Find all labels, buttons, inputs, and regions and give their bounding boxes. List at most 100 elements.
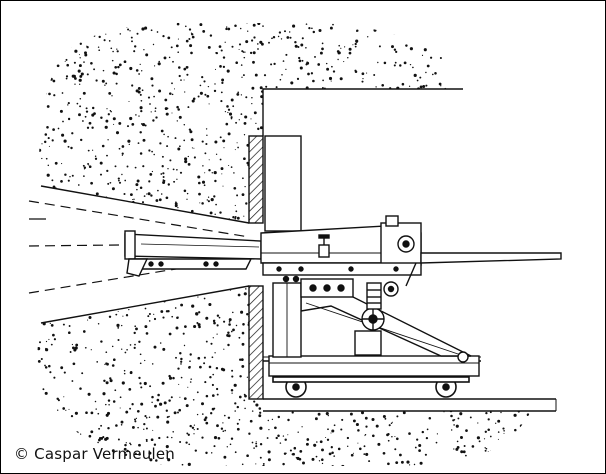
earth-speck	[355, 108, 358, 112]
earth-speck	[198, 325, 201, 329]
earth-speck	[505, 464, 509, 466]
earth-speck	[26, 128, 27, 129]
earth-speck	[63, 396, 65, 398]
earth-speck	[485, 240, 487, 243]
earth-speck	[422, 315, 425, 318]
earth-speck	[238, 223, 240, 225]
earth-speck	[465, 470, 467, 472]
earth-speck	[203, 418, 207, 422]
earth-speck	[83, 295, 85, 298]
earth-speck	[78, 31, 82, 35]
earth-speck	[155, 282, 158, 284]
earth-speck	[450, 429, 453, 431]
earth-speck	[377, 406, 380, 409]
earth-speck	[141, 123, 146, 127]
earth-speck	[108, 91, 112, 95]
earth-speck	[114, 206, 116, 209]
earth-speck	[169, 159, 172, 162]
earth-speck	[143, 49, 145, 51]
earth-speck	[545, 369, 547, 371]
earth-speck	[434, 176, 438, 179]
earth-speck	[71, 74, 75, 78]
earth-speck	[79, 42, 82, 45]
earth-speck	[479, 236, 481, 239]
earth-speck	[168, 216, 171, 219]
earth-speck	[150, 111, 152, 113]
earth-speck	[100, 173, 102, 176]
earth-speck	[514, 240, 517, 244]
earth-speck	[79, 138, 83, 142]
earth-speck	[45, 347, 47, 350]
earth-speck	[389, 207, 392, 211]
earth-speck	[145, 465, 148, 466]
earth-speck	[155, 459, 158, 462]
earth-speck	[500, 227, 502, 229]
earth-speck	[409, 464, 411, 466]
earth-speck	[173, 180, 176, 183]
earth-speck	[548, 64, 550, 66]
earth-speck	[497, 330, 500, 332]
earth-speck	[456, 102, 459, 104]
earth-speck	[114, 389, 117, 392]
earth-speck	[556, 400, 558, 402]
earth-speck	[219, 211, 222, 214]
earth-speck	[143, 294, 145, 296]
earth-speck	[407, 130, 410, 133]
earth-speck	[348, 140, 352, 144]
earth-speck	[552, 175, 553, 176]
earth-speck	[354, 104, 356, 106]
earth-speck	[162, 176, 165, 178]
earth-speck	[117, 65, 120, 69]
earth-speck	[118, 18, 121, 21]
earth-speck	[287, 404, 290, 408]
earth-speck	[512, 129, 516, 133]
earth-speck	[80, 72, 84, 76]
earth-speck	[59, 109, 63, 113]
earth-speck	[45, 302, 49, 306]
earth-speck	[294, 16, 296, 18]
earth-speck	[401, 406, 405, 410]
earth-speck	[190, 17, 191, 18]
earth-speck	[259, 275, 262, 278]
earth-speck	[399, 100, 403, 104]
earth-speck	[388, 424, 391, 427]
earth-speck	[556, 53, 558, 55]
earth-speck	[40, 198, 44, 202]
earth-speck	[398, 144, 401, 146]
earth-speck	[411, 281, 413, 283]
earth-speck	[101, 261, 104, 264]
handwheel-bracket	[354, 330, 382, 356]
earth-speck	[243, 292, 247, 296]
earth-speck	[434, 187, 437, 190]
earth-speck	[205, 142, 208, 146]
earth-speck	[557, 181, 558, 182]
earth-speck	[520, 89, 524, 93]
earth-speck	[173, 411, 177, 415]
earth-speck	[44, 391, 48, 395]
earth-speck	[236, 225, 240, 229]
earth-speck	[163, 133, 165, 136]
earth-speck	[179, 145, 181, 148]
earth-speck	[365, 278, 367, 280]
earth-speck	[203, 277, 205, 279]
earth-speck	[243, 56, 246, 59]
earth-speck	[549, 236, 550, 237]
earth-speck	[431, 73, 434, 76]
earth-speck	[197, 296, 199, 298]
cannon	[124, 215, 562, 287]
earth-speck	[507, 213, 510, 216]
earth-speck	[339, 391, 343, 395]
earth-speck	[75, 294, 78, 298]
earth-speck	[310, 72, 314, 75]
earth-speck	[407, 15, 410, 18]
earth-speck	[551, 57, 553, 59]
earth-speck	[208, 103, 210, 105]
earth-speck	[321, 458, 324, 461]
earth-speck	[411, 141, 415, 144]
earth-speck	[340, 428, 343, 431]
earth-speck	[214, 83, 216, 85]
earth-speck	[509, 222, 512, 225]
earth-speck	[446, 171, 449, 174]
earth-speck	[156, 214, 159, 216]
earth-speck	[263, 74, 267, 77]
